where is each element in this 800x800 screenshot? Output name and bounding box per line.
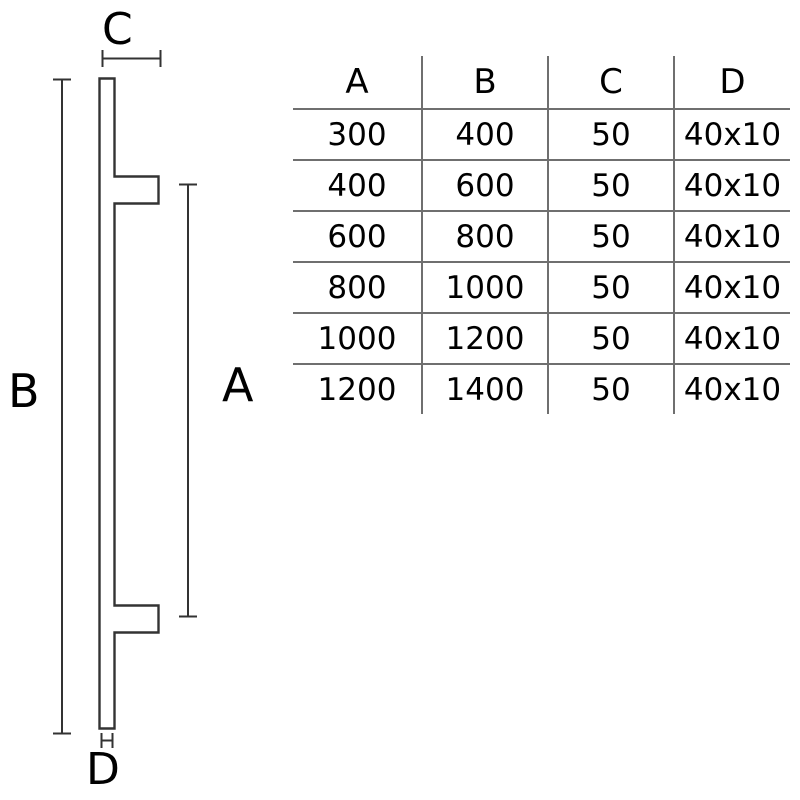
cell-a-text: 600: [327, 218, 387, 255]
table-header: A B C D: [293, 56, 790, 109]
column-header-c-text: C: [599, 62, 623, 102]
cell-b-text: 800: [455, 218, 515, 255]
dimension-label-d: D: [86, 744, 120, 795]
cell-b-text: 1400: [445, 371, 525, 408]
cell-a: 1000: [293, 312, 422, 364]
cell-d-text: 40x10: [683, 320, 782, 357]
table-row: 300 400 50 40x10: [293, 108, 790, 160]
cell-d-text: 40x10: [683, 218, 782, 255]
cell-d-text: 40x10: [683, 116, 782, 153]
cell-a-text: 400: [327, 167, 387, 204]
cell-d: 40x10: [673, 108, 790, 160]
cell-b: 400: [421, 108, 548, 160]
column-header-d-text: D: [719, 62, 746, 102]
table-row: 400 600 50 40x10: [293, 159, 790, 211]
table-row: 1000 1200 50 40x10: [293, 312, 790, 364]
cell-c: 50: [547, 108, 674, 160]
cell-c: 50: [547, 261, 674, 313]
cell-a: 1200: [293, 363, 422, 414]
cell-c-text: 50: [591, 116, 631, 153]
cell-a: 400: [293, 159, 422, 211]
dimension-line-c: [101, 50, 162, 67]
cell-c: 50: [547, 210, 674, 262]
cell-d-text: 40x10: [683, 371, 782, 408]
cell-d: 40x10: [673, 261, 790, 313]
cell-a-text: 300: [327, 116, 387, 153]
cell-c: 50: [547, 363, 674, 414]
dimension-line-a: [179, 183, 197, 618]
table-row: 600 800 50 40x10: [293, 210, 790, 262]
dimension-line-d: [100, 733, 114, 748]
cell-c: 50: [547, 159, 674, 211]
cell-b-text: 400: [455, 116, 515, 153]
cell-c: 50: [547, 312, 674, 364]
cell-a-text: 1200: [317, 371, 397, 408]
cell-c-text: 50: [591, 371, 631, 408]
table-row: 1200 1400 50 40x10: [293, 363, 790, 414]
handle-outline: [98, 77, 160, 730]
cell-b-text: 1200: [445, 320, 525, 357]
cell-b: 1000: [421, 261, 548, 313]
cell-d: 40x10: [673, 210, 790, 262]
cell-a: 300: [293, 108, 422, 160]
dimension-label-c: C: [102, 4, 133, 55]
cell-a: 600: [293, 210, 422, 262]
table-header-row: A B C D: [293, 56, 790, 109]
column-header-b: B: [421, 56, 548, 109]
cell-d-text: 40x10: [683, 167, 782, 204]
cell-a: 800: [293, 261, 422, 313]
handle-profile-drawing: [53, 50, 197, 748]
column-header-b-text: B: [473, 62, 497, 102]
cell-b: 1200: [421, 312, 548, 364]
cell-d: 40x10: [673, 363, 790, 414]
cell-d: 40x10: [673, 312, 790, 364]
spec-table-container: A B C D 300 400 50: [293, 56, 790, 414]
column-header-a: A: [293, 56, 422, 109]
column-header-a-text: A: [345, 62, 369, 102]
dimension-label-a: A: [222, 358, 254, 412]
dimensions-table: A B C D 300 400 50: [293, 56, 790, 414]
cell-c-text: 50: [591, 269, 631, 306]
cell-c-text: 50: [591, 218, 631, 255]
table-row: 800 1000 50 40x10: [293, 261, 790, 313]
cell-b-text: 600: [455, 167, 515, 204]
cell-d: 40x10: [673, 159, 790, 211]
dimension-label-b: B: [8, 364, 40, 418]
cell-d-text: 40x10: [683, 269, 782, 306]
cell-b-text: 1000: [445, 269, 525, 306]
cell-a-text: 1000: [317, 320, 397, 357]
cell-a-text: 800: [327, 269, 387, 306]
table-body: 300 400 50 40x10 400 600 50 40x10 600 80…: [293, 108, 790, 414]
cell-c-text: 50: [591, 167, 631, 204]
cell-b: 1400: [421, 363, 548, 414]
cell-b: 600: [421, 159, 548, 211]
dimension-line-b: [53, 78, 71, 735]
cell-c-text: 50: [591, 320, 631, 357]
cell-b: 800: [421, 210, 548, 262]
column-header-c: C: [547, 56, 674, 109]
column-header-d: D: [673, 56, 790, 109]
technical-drawing: C B A D: [0, 0, 280, 800]
